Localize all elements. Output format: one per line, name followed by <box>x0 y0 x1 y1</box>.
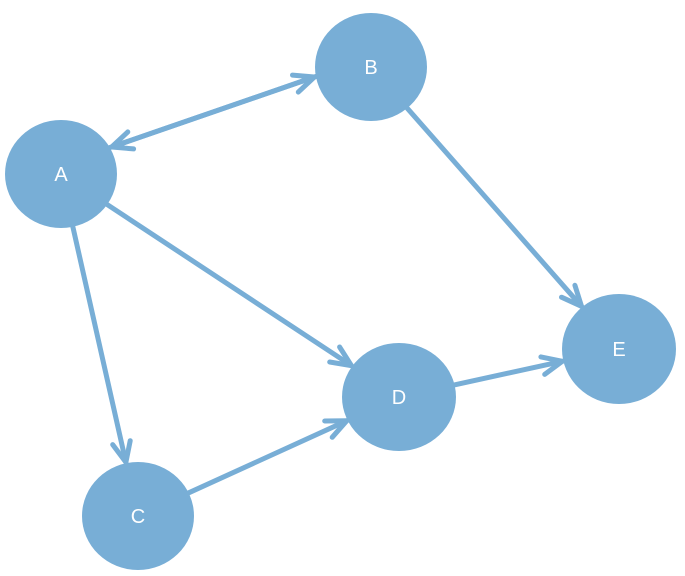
edge-line <box>69 222 129 465</box>
node-label: C <box>131 506 145 528</box>
arrowhead-icon <box>110 438 133 465</box>
node-circle <box>5 120 117 228</box>
edge-line <box>109 73 320 150</box>
arrowhead-icon <box>559 282 584 309</box>
edge-c-to-d <box>184 418 350 497</box>
node-b: B <box>315 13 427 121</box>
node-circle <box>342 343 456 451</box>
node-e: E <box>562 294 676 404</box>
node-label: D <box>392 387 406 409</box>
node-a: A <box>5 120 117 228</box>
edge-line <box>403 104 584 309</box>
edge-b-to-e <box>403 104 584 309</box>
node-label: A <box>54 164 68 186</box>
arrowhead-icon <box>109 129 137 152</box>
node-circle <box>315 13 427 121</box>
node-c: C <box>82 462 194 570</box>
node-circle <box>82 462 194 570</box>
edge-b-to-a <box>109 73 320 152</box>
edge-line <box>103 200 354 369</box>
node-d: D <box>342 343 456 451</box>
edge-d-to-e <box>450 354 565 388</box>
edge-line <box>184 418 350 497</box>
edge-line <box>450 358 565 388</box>
node-circle <box>562 294 676 404</box>
edges-layer <box>69 72 584 497</box>
edge-a-to-c <box>69 222 133 465</box>
arrowhead-icon <box>327 344 354 369</box>
arrowhead-icon <box>538 354 565 377</box>
node-label: E <box>612 339 625 361</box>
arrowhead-icon <box>322 418 350 440</box>
nodes-layer: A B C D E <box>5 13 676 570</box>
node-label: B <box>364 57 377 79</box>
edge-a-to-d <box>103 200 354 369</box>
